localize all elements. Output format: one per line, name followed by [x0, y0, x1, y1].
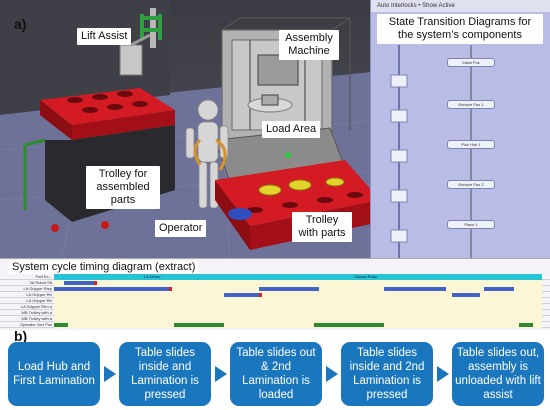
- callout-load-area: Load Area: [262, 121, 321, 138]
- state-diagram-panel[interactable]: Auto Interlocks • Show Active State Tran…: [370, 0, 550, 275]
- state-node[interactable]: Place 1: [447, 220, 495, 229]
- flow-arrow-icon: [104, 366, 116, 382]
- state-node[interactable]: Enforce Pos 2: [447, 180, 495, 189]
- flow-step-5: Table slides out, assembly is unloaded w…: [452, 342, 544, 406]
- state-diagram-connections: [390, 45, 472, 270]
- simulation-viewport[interactable]: a) Lift Assist Assembly Machine Load Are…: [0, 0, 390, 262]
- timing-row-label: LA Gripper Rtrn a: [20, 304, 52, 309]
- timing-row-label: Part Ex...: [35, 274, 52, 279]
- timing-row-label: MB Trolley with a: [21, 316, 52, 321]
- flow-arrow-icon: [326, 366, 338, 382]
- timing-row: LA Gripper Rtr: [0, 298, 550, 304]
- flow-arrow-icon: [437, 366, 449, 382]
- flow-step-1: Load Hub and First Lamination: [8, 342, 100, 406]
- flow-arrow-icon: [215, 366, 227, 382]
- timing-row-label: LA Gripper Rtr: [26, 292, 52, 297]
- flow-step-4: Table slides inside and 2nd Lamination i…: [341, 342, 433, 406]
- timing-row: MB Trolley with a: [0, 316, 550, 322]
- timing-row: Part Ex... LA Demo Unload Rotor: [0, 274, 550, 280]
- timing-row-label: Operator Vert Pos: [19, 322, 52, 327]
- state-diagram-title: State Transition Diagrams for the system…: [377, 14, 543, 44]
- timing-row-label: LA Gripper Rtr: [26, 298, 52, 303]
- callout-assembly-machine: Assembly Machine: [279, 30, 339, 60]
- timing-row: Operator Vert Pos: [0, 322, 550, 328]
- callout-trolley-parts: Trolley with parts: [292, 212, 352, 242]
- state-diagram-toolbar[interactable]: Auto Interlocks • Show Active: [371, 0, 550, 12]
- timing-row: LA Gripper Rtrn a: [0, 304, 550, 310]
- callout-trolley-assembled: Trolley for assembled parts: [86, 166, 160, 209]
- callout-lift-assist: Lift Assist: [77, 28, 132, 45]
- timing-row-label: MB Trolley with a: [21, 310, 52, 315]
- state-node[interactable]: Enforce Pos 1: [447, 100, 495, 109]
- timing-row-label: VA Robot Stt: [29, 280, 52, 285]
- timing-phase-label: LA Demo: [144, 274, 161, 279]
- timing-diagram[interactable]: System cycle timing diagram (extract) Pa…: [0, 258, 550, 330]
- panel-a-label: a): [14, 16, 27, 32]
- timing-row-label: LA Gripper Rtsp: [23, 286, 52, 291]
- timing-row: VA Robot Stt: [0, 280, 550, 286]
- panel-b-label: b): [14, 328, 28, 344]
- timing-row: LA Gripper Rtr: [0, 292, 550, 298]
- timing-row: LA Gripper Rtsp: [0, 286, 550, 292]
- timing-diagram-title: System cycle timing diagram (extract): [8, 261, 200, 274]
- state-node[interactable]: Pick Hub 1: [447, 140, 495, 149]
- flow-step-3: Table slides out & 2nd Lamination is loa…: [230, 342, 322, 406]
- lift-assist-model: [119, 8, 162, 76]
- flow-step-2: Table slides inside and Lamination is pr…: [119, 342, 211, 406]
- timing-row: MB Trolley with a: [0, 310, 550, 316]
- state-node[interactable]: Initial Pos: [447, 58, 495, 67]
- callout-operator: Operator: [155, 220, 207, 237]
- timing-phase-label: Unload Rotor: [354, 274, 378, 279]
- operator-model: [185, 99, 229, 209]
